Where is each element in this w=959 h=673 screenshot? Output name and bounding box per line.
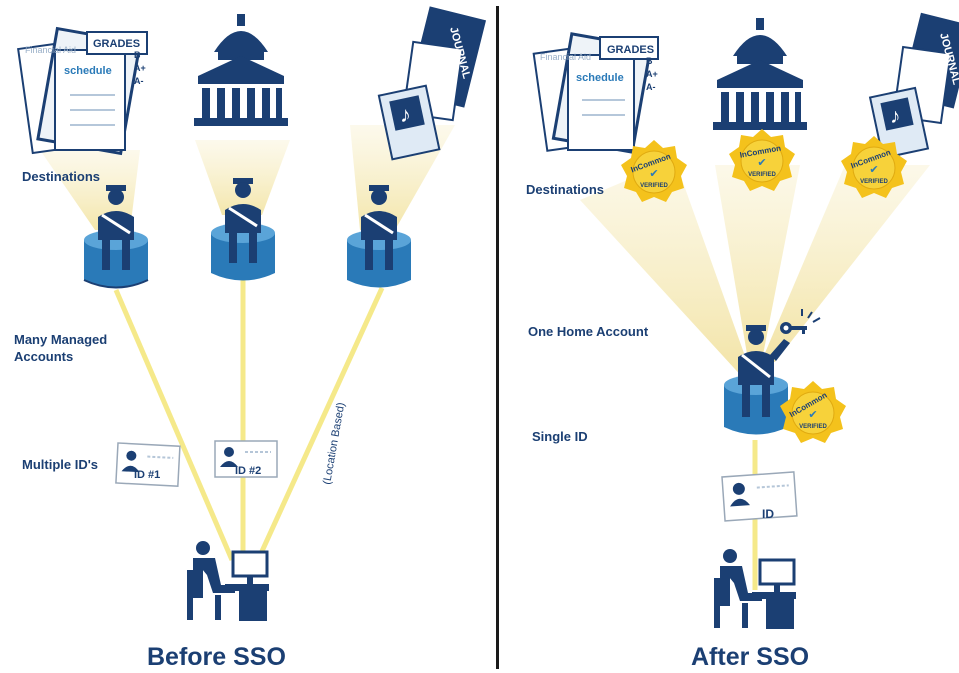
svg-text:♪: ♪	[890, 105, 901, 128]
user-at-computer-icon	[714, 549, 796, 629]
svg-text:♪: ♪	[400, 102, 411, 127]
financial-aid-label: Financial Aid	[540, 52, 591, 62]
grade-letter: A+	[134, 63, 146, 73]
schedule-label: schedule	[576, 72, 624, 84]
id-card	[214, 440, 278, 478]
svg-text:VERIFIED: VERIFIED	[799, 424, 827, 430]
beam	[195, 140, 290, 215]
journal-music-icon: ♪	[868, 12, 959, 160]
id-card-label: ID #2	[235, 465, 261, 477]
destinations-label: Destinations	[526, 182, 605, 197]
svg-text:✔: ✔	[649, 168, 658, 180]
capitol-building-icon	[713, 18, 807, 130]
incommon-verified-badge: InCommon ✔ VERIFIED	[729, 129, 795, 191]
guard-with-key-icon	[724, 325, 790, 435]
incommon-verified-badge: InCommon ✔ VERIFIED	[780, 381, 846, 443]
destinations-label: Destinations	[22, 169, 101, 184]
one-home-account-label: One Home Account	[528, 324, 649, 339]
panel-divider	[496, 6, 499, 669]
before-sso-caption: Before SSO	[147, 643, 286, 671]
guard-icon	[211, 178, 275, 281]
beam	[40, 150, 140, 230]
grades-label: GRADES	[93, 38, 140, 50]
id-card-label: ID	[762, 507, 774, 521]
many-managed-accounts-label: Many Managed Accounts	[14, 332, 108, 364]
schedule-label: schedule	[64, 65, 112, 77]
beam	[715, 165, 800, 360]
single-id-label: Single ID	[532, 429, 588, 444]
beam	[580, 160, 750, 380]
id-card-label: ID #1	[134, 469, 160, 481]
grade-letter: B	[646, 56, 653, 66]
user-at-computer-icon	[187, 541, 269, 621]
svg-text:VERIFIED: VERIFIED	[640, 183, 668, 189]
incommon-verified-badge: InCommon ✔ VERIFIED	[841, 136, 907, 198]
svg-text:✔: ✔	[808, 409, 817, 421]
key-icon	[780, 309, 821, 334]
financial-aid-label: Financial Aid	[25, 45, 76, 55]
grades-label: GRADES	[607, 44, 654, 56]
incommon-verified-badge: InCommon ✔ VERIFIED	[621, 140, 687, 202]
grade-letter: A-	[646, 82, 656, 92]
grade-letter: A-	[134, 76, 144, 86]
multiple-ids-label: Multiple ID's	[22, 457, 99, 472]
after-sso-caption: After SSO	[691, 643, 810, 671]
capitol-building-icon	[194, 14, 288, 126]
beam	[762, 165, 930, 362]
grade-letter: B	[134, 50, 141, 60]
id-card	[721, 471, 798, 522]
after-sso-diagram: GRADES Financial Aid schedule B A+ A-	[532, 12, 959, 629]
documents-icon	[17, 26, 148, 156]
journal-music-icon: ♪	[377, 6, 487, 161]
connection-lines	[113, 270, 385, 562]
svg-text:VERIFIED: VERIFIED	[748, 172, 776, 178]
svg-text:✔: ✔	[757, 157, 766, 169]
svg-text:✔: ✔	[869, 164, 878, 176]
before-sso-diagram: GRADES Financial Aid schedule B A+ A-	[17, 6, 487, 621]
documents-icon	[532, 32, 659, 154]
guard-icon	[347, 185, 411, 288]
svg-text:VERIFIED: VERIFIED	[860, 179, 888, 185]
guard-icon	[83, 185, 149, 289]
before-sso-panel: GRADES Financial Aid schedule B A+ A-	[14, 6, 487, 671]
id-card	[115, 442, 181, 487]
after-sso-panel: GRADES Financial Aid schedule B A+ A-	[500, 0, 959, 673]
grade-letter: A+	[646, 69, 658, 79]
